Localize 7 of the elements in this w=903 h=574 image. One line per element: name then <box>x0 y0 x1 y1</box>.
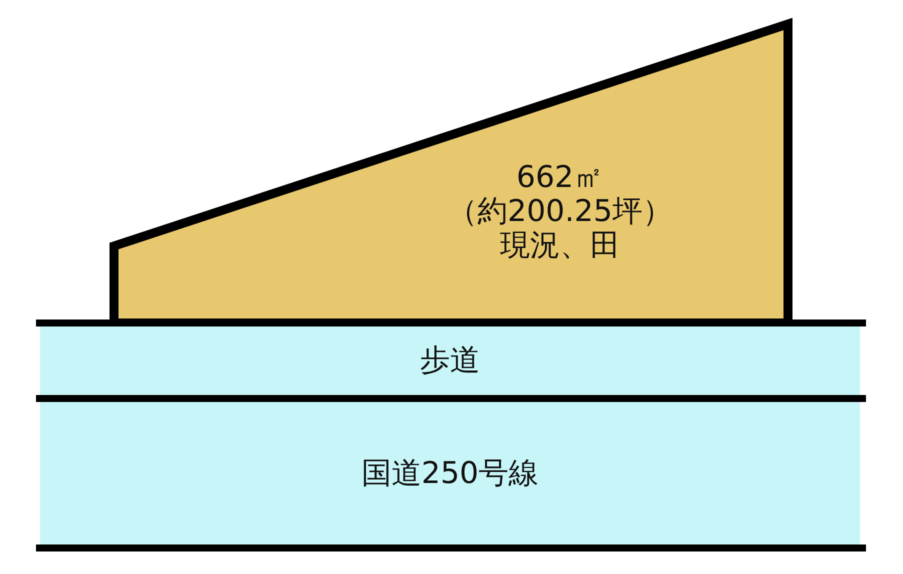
land-use-label: 現況、田 <box>499 229 621 263</box>
road-band <box>40 401 860 546</box>
sidewalk-label: 歩道 <box>419 344 481 378</box>
road-label: 国道250号線 <box>360 456 540 490</box>
area-label: 662㎡ <box>515 161 605 195</box>
sidewalk-band <box>40 326 860 396</box>
tsubo-label: （約200.25坪） <box>446 195 674 229</box>
